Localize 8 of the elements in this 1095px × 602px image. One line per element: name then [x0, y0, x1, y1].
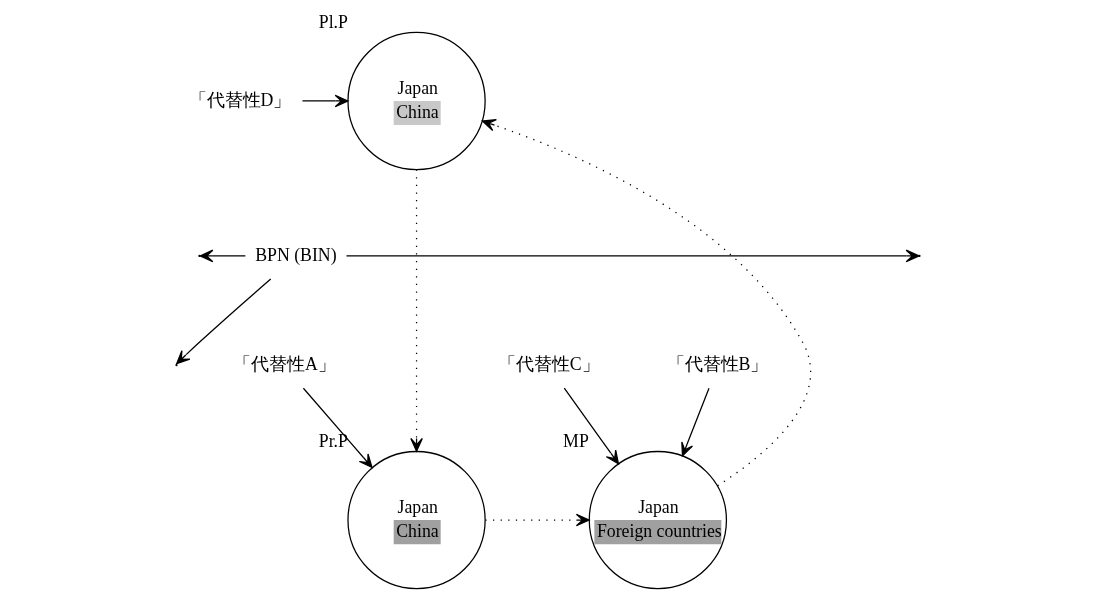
node-text: BPN (BIN) — [254, 244, 337, 265]
node-label: Pl.P — [318, 11, 348, 32]
node-text: 「代替性C」 — [497, 353, 600, 374]
node-text: 「代替性A」 — [232, 353, 336, 374]
node-label: MP — [562, 430, 589, 451]
node-text: 「代替性B」 — [666, 353, 768, 374]
node-text: 「代替性D」 — [188, 89, 291, 110]
node-label: Pr.P — [318, 430, 348, 451]
